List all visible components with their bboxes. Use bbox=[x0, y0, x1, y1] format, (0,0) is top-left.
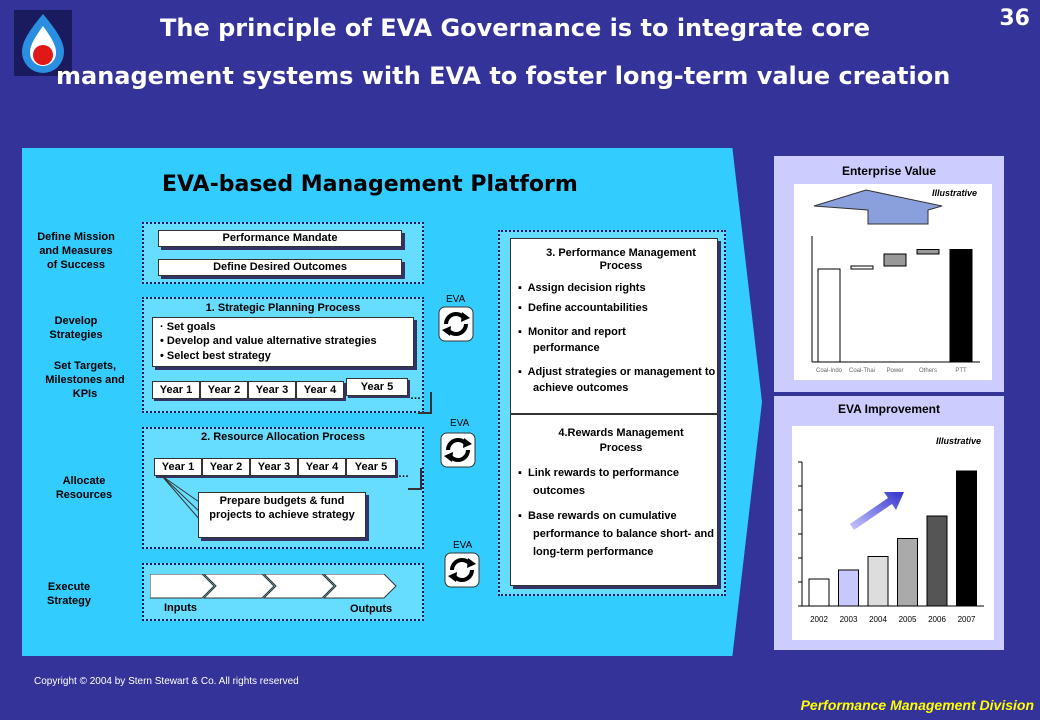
eva-year-label: 2004 bbox=[869, 615, 887, 624]
cycle-arrows-icon bbox=[440, 432, 476, 468]
enterprise-value-title: Enterprise Value bbox=[841, 164, 937, 178]
strategic-year: Year 4 bbox=[296, 381, 344, 399]
copyright-text: Copyright © 2004 by Stern Stewart & Co. … bbox=[34, 676, 299, 687]
eva-label: EVA bbox=[450, 418, 470, 429]
page-title-line2: management systems with EVA to foster lo… bbox=[56, 62, 951, 90]
strategic-bullet: · Set goals bbox=[160, 321, 216, 333]
strategic-year: Year 3 bbox=[248, 381, 296, 399]
ev-category-label: Coal-Thai bbox=[849, 368, 875, 374]
division-name: Performance Management Division bbox=[800, 697, 1034, 713]
label-set-targets: Set Targets, Milestones and KPIs bbox=[45, 360, 125, 400]
ev-bar bbox=[883, 253, 907, 267]
rewards-bullet: ▪ Base rewards on cumulative performance… bbox=[518, 510, 714, 558]
eva-year-label: 2002 bbox=[810, 615, 828, 624]
strategic-bullet: • Develop and value alternative strategi… bbox=[160, 335, 377, 347]
eva-year-label: 2006 bbox=[928, 615, 946, 624]
ev-bar bbox=[949, 249, 973, 363]
eva-bar bbox=[838, 569, 859, 607]
strategic-bullet: • Select best strategy bbox=[160, 350, 271, 362]
eva-label: EVA bbox=[453, 540, 473, 551]
strategic-planning-title: 1. Strategic Planning Process bbox=[205, 302, 361, 314]
strategic-ellipsis: … bbox=[410, 390, 421, 402]
strategic-year: Year 5 bbox=[346, 378, 408, 396]
performance-bullet: ▪ Assign decision rights bbox=[518, 282, 646, 294]
resource-year: Year 1 bbox=[154, 458, 202, 476]
cycle-arrows-icon bbox=[444, 552, 480, 588]
label-execute-strategy: Execute Strategy bbox=[46, 581, 92, 607]
resource-allocation-title: 2. Resource Allocation Process bbox=[200, 431, 366, 443]
resource-ellipsis: … bbox=[398, 468, 409, 480]
page-number: 36 bbox=[999, 6, 1030, 31]
eva-improvement-title: EVA Improvement bbox=[837, 402, 941, 416]
outputs-label: Outputs bbox=[350, 603, 393, 615]
label-define-mission: Define Mission and Measures of Success bbox=[37, 231, 115, 271]
illustrative-tag: Illustrative bbox=[936, 436, 982, 446]
resource-year: Year 4 bbox=[298, 458, 346, 476]
ptt-logo bbox=[14, 10, 72, 76]
label-allocate-resources: Allocate Resources bbox=[55, 475, 113, 501]
label-develop-strategies: Develop Strategies bbox=[49, 315, 103, 341]
budget-note-box bbox=[198, 492, 366, 538]
performance-bullet: ▪ Adjust strategies or management to ach… bbox=[518, 366, 716, 394]
cycle-arrows-icon bbox=[438, 306, 474, 342]
desired-outcomes-box: Define Desired Outcomes bbox=[158, 259, 402, 276]
eva-bar bbox=[897, 538, 918, 607]
resource-bracket bbox=[408, 468, 422, 490]
eva-bar bbox=[956, 470, 977, 607]
rewards-process-box bbox=[510, 414, 718, 586]
ptt-flame-logo-icon bbox=[22, 14, 64, 73]
illustrative-tag: Illustrative bbox=[932, 188, 978, 198]
eva-bar bbox=[808, 578, 830, 607]
inputs-label: Inputs bbox=[164, 602, 197, 614]
ev-bar bbox=[850, 265, 874, 270]
eva-bar bbox=[926, 515, 948, 607]
strategic-year: Year 1 bbox=[152, 381, 200, 399]
resource-year: Year 2 bbox=[202, 458, 250, 476]
budget-pointer-lines bbox=[161, 475, 203, 521]
eva-bar bbox=[867, 556, 889, 607]
ev-category-label: Coal-Indo bbox=[816, 368, 843, 374]
value-roof-icon bbox=[813, 189, 943, 225]
strategic-bracket bbox=[418, 392, 432, 414]
rewards-process-title: 4.Rewards Management Process bbox=[558, 427, 684, 454]
performance-bullet: ▪ Define accountabilities bbox=[518, 302, 648, 314]
performance-process-title: 3. Performance Management Process bbox=[546, 247, 696, 272]
growth-arrow-icon bbox=[850, 492, 904, 530]
page-title-line1: The principle of EVA Governance is to in… bbox=[160, 14, 871, 42]
eva-improvement-chart: 2002 2003 2004 2005 2006 2007 bbox=[798, 461, 984, 624]
ev-category-label: Power bbox=[886, 368, 903, 374]
ev-category-label: PTT bbox=[955, 368, 967, 374]
performance-process-box bbox=[510, 238, 718, 414]
ev-category-label: Others bbox=[919, 368, 937, 374]
rewards-bullet: ▪ Link rewards to performance outcomes bbox=[518, 467, 680, 497]
performance-bullet: ▪ Monitor and report performance bbox=[518, 326, 626, 354]
ev-bar bbox=[916, 249, 940, 255]
eva-year-label: 2003 bbox=[840, 615, 858, 624]
platform-title: EVA-based Management Platform bbox=[162, 172, 578, 197]
resource-year: Year 3 bbox=[250, 458, 298, 476]
performance-mandate-box: Performance Mandate bbox=[158, 230, 402, 247]
eva-year-label: 2005 bbox=[899, 615, 917, 624]
strategic-year: Year 2 bbox=[200, 381, 248, 399]
eva-year-label: 2007 bbox=[958, 615, 976, 624]
ev-bar bbox=[817, 268, 841, 363]
enterprise-value-chart: Coal-Indo Coal-Thai Power Others PTT bbox=[811, 189, 980, 374]
budget-note: Prepare budgets & fund projects to achie… bbox=[209, 495, 355, 521]
process-chevrons bbox=[150, 574, 397, 599]
strategic-bullets-box bbox=[152, 317, 414, 367]
resource-year: Year 5 bbox=[346, 458, 396, 476]
eva-label: EVA bbox=[446, 294, 466, 305]
